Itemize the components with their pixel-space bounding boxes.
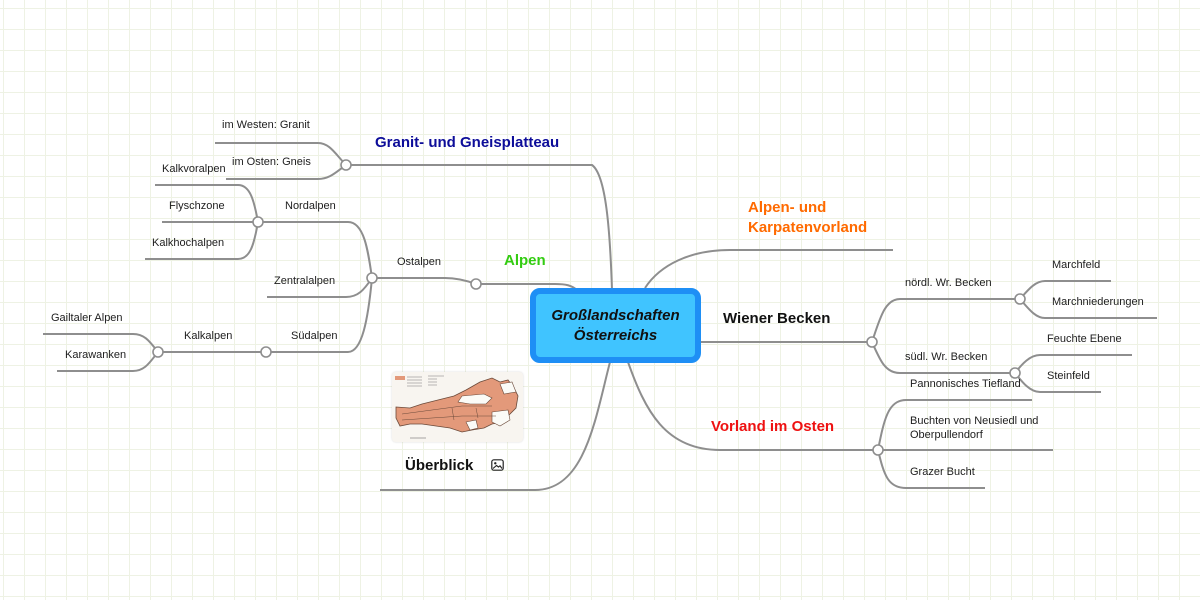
- subtopic-noerdl-wr-becken[interactable]: nördl. Wr. Becken: [905, 277, 992, 289]
- connector-vorland: [644, 249, 893, 289]
- subtopic-feuchte-ebene[interactable]: Feuchte Ebene: [1047, 333, 1122, 345]
- connector-ostalpen: [372, 277, 477, 285]
- map-illustration: [395, 375, 519, 439]
- connector-ueberblick: [380, 361, 611, 491]
- subtopic-zentralalpen[interactable]: Zentralalpen: [274, 275, 336, 287]
- subtopic-flyschzone[interactable]: Flyschzone: [169, 200, 225, 212]
- subtopic-kalkvoralpen[interactable]: Kalkvoralpen: [162, 163, 226, 175]
- subtopic-marchfeld[interactable]: Marchfeld: [1052, 259, 1101, 271]
- subtopic-buchten-line2: Oberpullendorf: [910, 429, 983, 441]
- topic-alpen-karpatenvorland[interactable]: Alpen- und Karpatenvorland: [748, 198, 867, 238]
- connector-kalkhochalpen: [145, 221, 259, 260]
- subtopic-marchniederungen[interactable]: Marchniederungen: [1052, 296, 1144, 308]
- topic-vorland-im-osten[interactable]: Vorland im Osten: [711, 418, 835, 435]
- subtopic-buchten[interactable]: Buchten von Neusiedl und Oberpullendorf: [910, 414, 1038, 442]
- connector-suedalpen: [266, 277, 373, 353]
- subtopic-pannonisches-tiefland[interactable]: Pannonisches Tiefland: [910, 378, 1021, 390]
- topic-alpen[interactable]: Alpen: [504, 252, 546, 269]
- collapse-node-noerdl: [1014, 293, 1026, 305]
- connector-vorland-osten: [627, 361, 878, 451]
- connector-grazer: [877, 449, 985, 489]
- connector-suedl: [871, 341, 1015, 374]
- central-topic-line2: Österreichs: [573, 326, 658, 344]
- central-topic-line1: Großlandschaften: [551, 306, 680, 324]
- subtopic-gailtaler-alpen[interactable]: Gailtaler Alpen: [51, 312, 123, 324]
- subtopic-buchten-line1: Buchten von Neusiedl und: [910, 415, 1039, 427]
- collapse-node-nordalpen: [252, 216, 264, 228]
- subtopic-suedl-wr-becken[interactable]: südl. Wr. Becken: [905, 351, 988, 363]
- subtopic-im-westen[interactable]: im Westen: Granit: [222, 119, 310, 131]
- topic-granit[interactable]: Granit- und Gneisplatteau: [375, 134, 560, 151]
- collapse-node-granit: [340, 159, 352, 171]
- collapse-node-ostalpen: [366, 272, 378, 284]
- austria-map-image[interactable]: [392, 372, 523, 442]
- collapse-node-alpen: [470, 278, 482, 290]
- subtopic-kalkalpen[interactable]: Kalkalpen: [184, 330, 233, 342]
- subtopic-steinfeld[interactable]: Steinfeld: [1047, 370, 1090, 382]
- subtopic-ostalpen[interactable]: Ostalpen: [397, 256, 442, 268]
- connector-noerdl: [871, 298, 1020, 343]
- collapse-node-wiener-becken: [866, 336, 878, 348]
- collapse-node-kalkalpen: [152, 346, 164, 358]
- collapse-node-suedl: [1009, 367, 1021, 379]
- connector-nordalpen: [258, 221, 373, 279]
- image-icon[interactable]: [491, 459, 504, 471]
- subtopic-kalkhochalpen[interactable]: Kalkhochalpen: [152, 237, 225, 249]
- subtopic-karawanken[interactable]: Karawanken: [65, 349, 127, 361]
- topic-alpen-karpatenvorland-line2: Karpatenvorland: [748, 219, 868, 236]
- topic-wiener-becken[interactable]: Wiener Becken: [723, 310, 831, 327]
- topic-ueberblick[interactable]: Überblick: [405, 457, 474, 474]
- connector-granit: [346, 164, 613, 291]
- topic-alpen-karpatenvorland-line1: Alpen- und: [748, 199, 827, 216]
- subtopic-grazer-bucht[interactable]: Grazer Bucht: [910, 466, 975, 478]
- subtopic-suedalpen[interactable]: Südalpen: [291, 330, 338, 342]
- subtopic-im-osten[interactable]: im Osten: Gneis: [232, 156, 311, 168]
- collapse-node-suedalpen: [260, 346, 272, 358]
- subtopic-nordalpen[interactable]: Nordalpen: [285, 200, 336, 212]
- connector-kalkvoralpen: [155, 184, 259, 223]
- central-topic[interactable]: Großlandschaften Österreichs: [530, 288, 701, 363]
- collapse-node-vorland-osten: [872, 444, 884, 456]
- connector-pannonisches: [877, 399, 1032, 451]
